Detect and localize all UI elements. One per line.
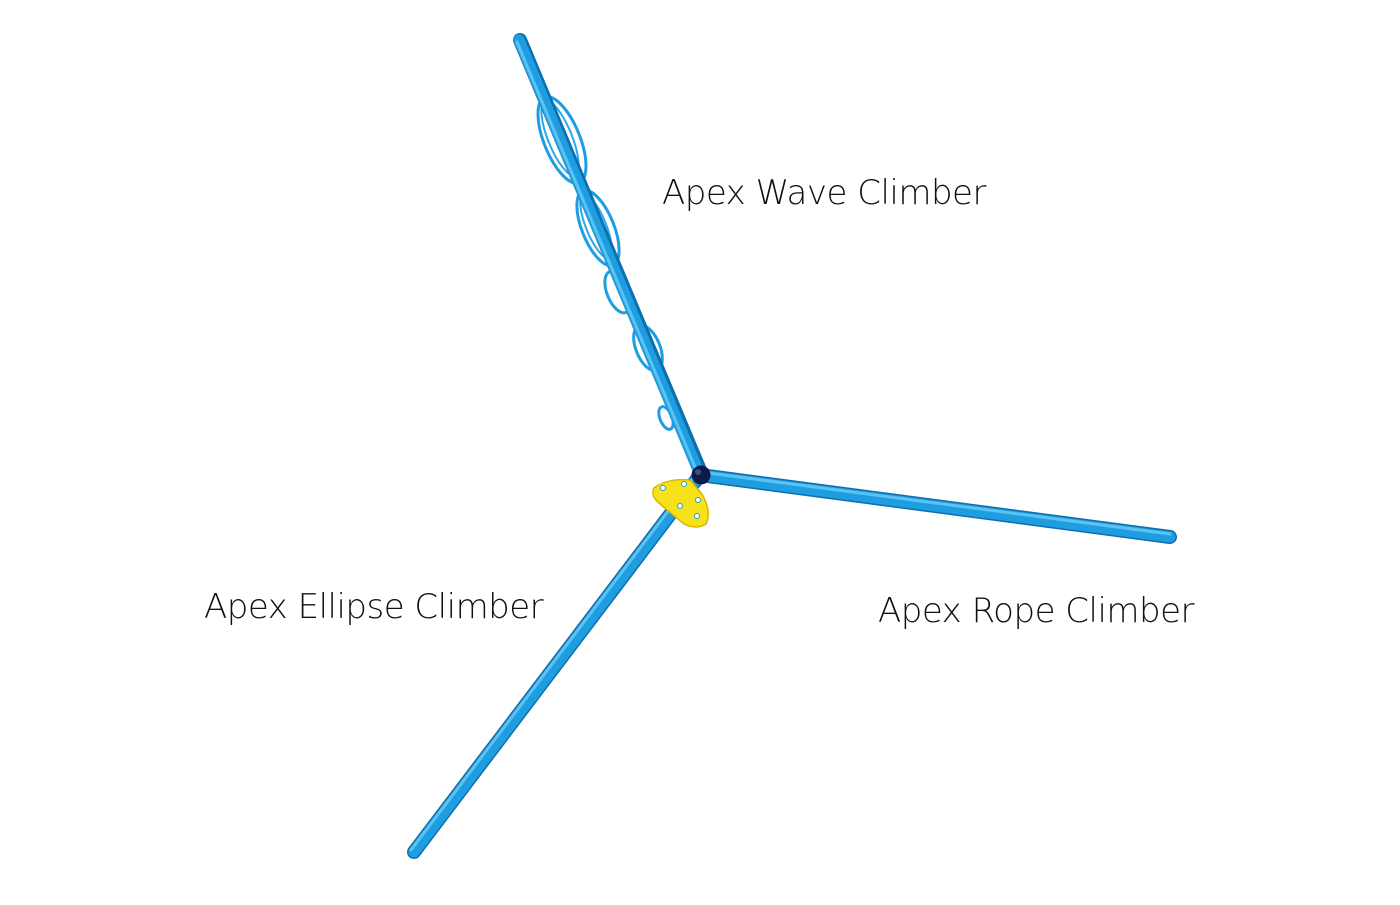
poles [407,33,1177,859]
ellipse-climber-label: Apex Ellipse Climber [204,587,544,627]
central-hub-highlight [695,469,701,475]
ellipse-climber-pole-highlight [409,471,699,852]
rope-climber-pole-highlight [699,470,1172,536]
plate-bolt-3 [695,497,701,503]
plate-bolt-5 [677,503,683,509]
plate-bolt-1 [660,485,666,491]
wave-climber-pole [513,34,706,481]
plate-bolt-2 [681,481,687,487]
connector-plate [652,478,709,528]
rope-climber-label: Apex Rope Climber [878,591,1195,631]
plate-bolt-4 [694,513,700,519]
central-hub [691,465,711,485]
wave-climber-pole-highlight [515,40,699,474]
wave-climber-loops [536,95,675,431]
ellipse-climber-pole [408,469,706,858]
rope-climber-pole [694,469,1176,543]
wave-climber-label: Apex Wave Climber [662,173,986,213]
